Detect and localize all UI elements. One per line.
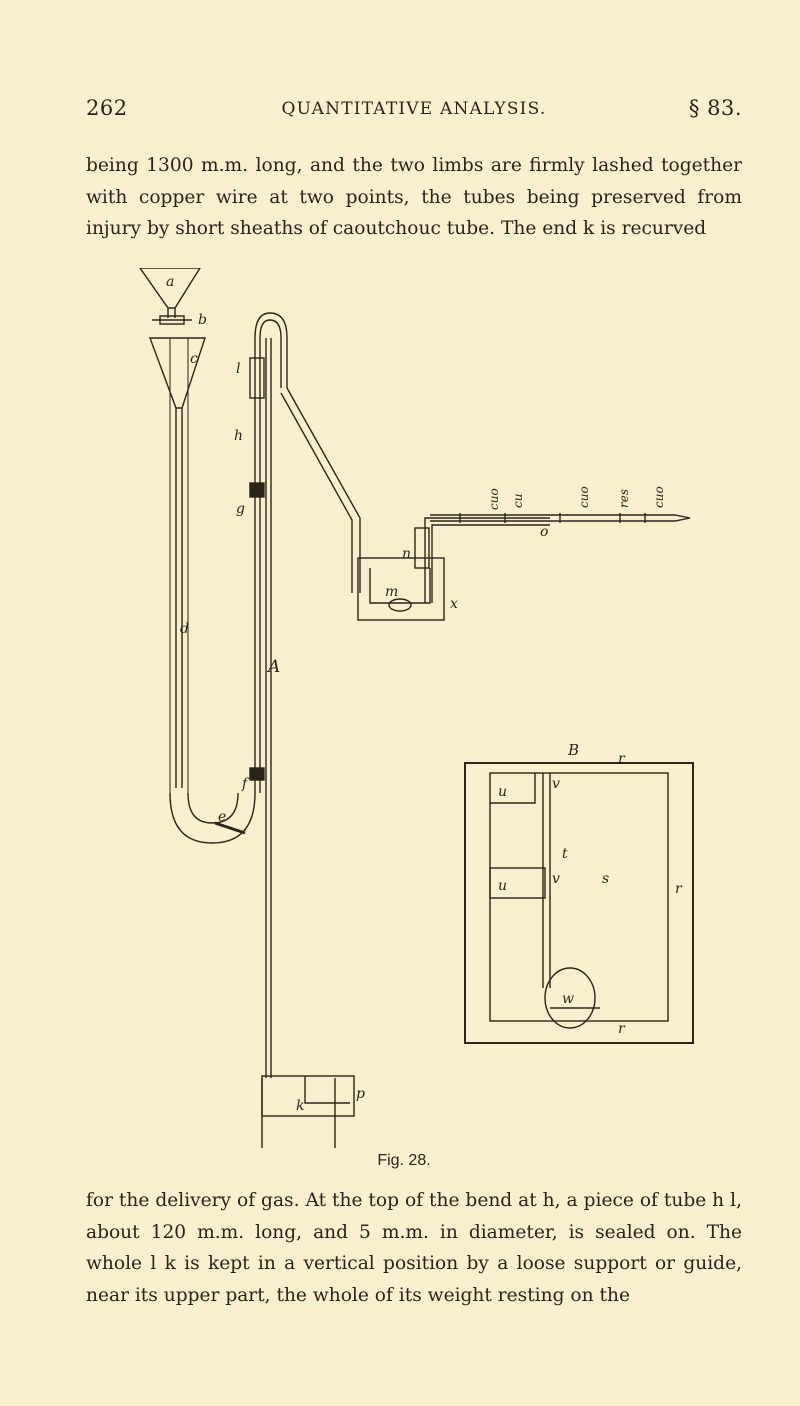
- label-c: c: [190, 351, 198, 367]
- label-x: x: [450, 596, 458, 612]
- label-A: A: [266, 657, 280, 677]
- paragraph-top-text: being 1300 m.m. long, and the two limbs …: [86, 155, 742, 239]
- figure-caption-text: Fig. 28.: [377, 1152, 431, 1169]
- label-u2: u: [498, 878, 507, 894]
- funnel-c: [148, 337, 206, 409]
- apparatus-B: [464, 762, 694, 1044]
- label-p: p: [356, 1086, 365, 1102]
- label-r-bottom: r: [618, 1021, 626, 1037]
- page-number: 262: [86, 96, 128, 120]
- label-s: s: [602, 871, 609, 887]
- label-cu: cu: [511, 494, 525, 508]
- trough-m: [357, 557, 445, 621]
- running-title: QUANTITATIVE ANALYSIS.: [281, 99, 547, 119]
- label-b: b: [198, 312, 207, 328]
- label-w: w: [562, 991, 574, 1007]
- tube-d: [169, 338, 189, 793]
- label-t: t: [562, 846, 568, 862]
- label-u1: u: [498, 784, 507, 800]
- label-e: e: [218, 809, 226, 825]
- label-l: l: [236, 361, 240, 377]
- page-header: 262 QUANTITATIVE ANALYSIS. § 83.: [86, 96, 742, 128]
- paragraph-bottom: for the delivery of gas. At the top of t…: [86, 1185, 742, 1311]
- label-v1: v: [552, 776, 560, 792]
- section-number: § 83.: [688, 96, 742, 120]
- label-a: a: [166, 274, 174, 290]
- stopcock-b: [152, 315, 192, 325]
- figure-caption: Fig. 28.: [0, 1152, 800, 1170]
- u-bend: [169, 792, 256, 844]
- tube-A: [249, 312, 288, 1078]
- tube-n: [414, 517, 550, 603]
- label-r-top: r: [618, 751, 626, 767]
- label-f: f: [241, 776, 250, 792]
- paragraph-bottom-text: for the delivery of gas. At the top of t…: [86, 1190, 742, 1306]
- label-v2: v: [552, 871, 560, 887]
- label-cuo3: cuo: [652, 486, 666, 508]
- label-r-right: r: [675, 881, 683, 897]
- paragraph-top: being 1300 m.m. long, and the two limbs …: [86, 150, 742, 245]
- diagonal-tube: [280, 387, 361, 593]
- label-d: d: [180, 621, 189, 637]
- label-g: g: [236, 501, 245, 517]
- vessel-p: [261, 1075, 355, 1148]
- figure-28-apparatus: a b c d l h g f e k p A B m n x o cuo cu…: [139, 268, 694, 1148]
- label-m: m: [385, 584, 398, 600]
- label-B: B: [567, 741, 579, 759]
- label-n: n: [402, 546, 411, 562]
- label-res: res: [617, 489, 631, 508]
- label-o: o: [540, 524, 548, 540]
- label-cuo2: cuo: [577, 486, 591, 508]
- label-k: k: [296, 1098, 304, 1114]
- label-cuo1: cuo: [487, 488, 501, 510]
- label-h: h: [234, 428, 243, 444]
- combustion-tube-o: [430, 513, 691, 523]
